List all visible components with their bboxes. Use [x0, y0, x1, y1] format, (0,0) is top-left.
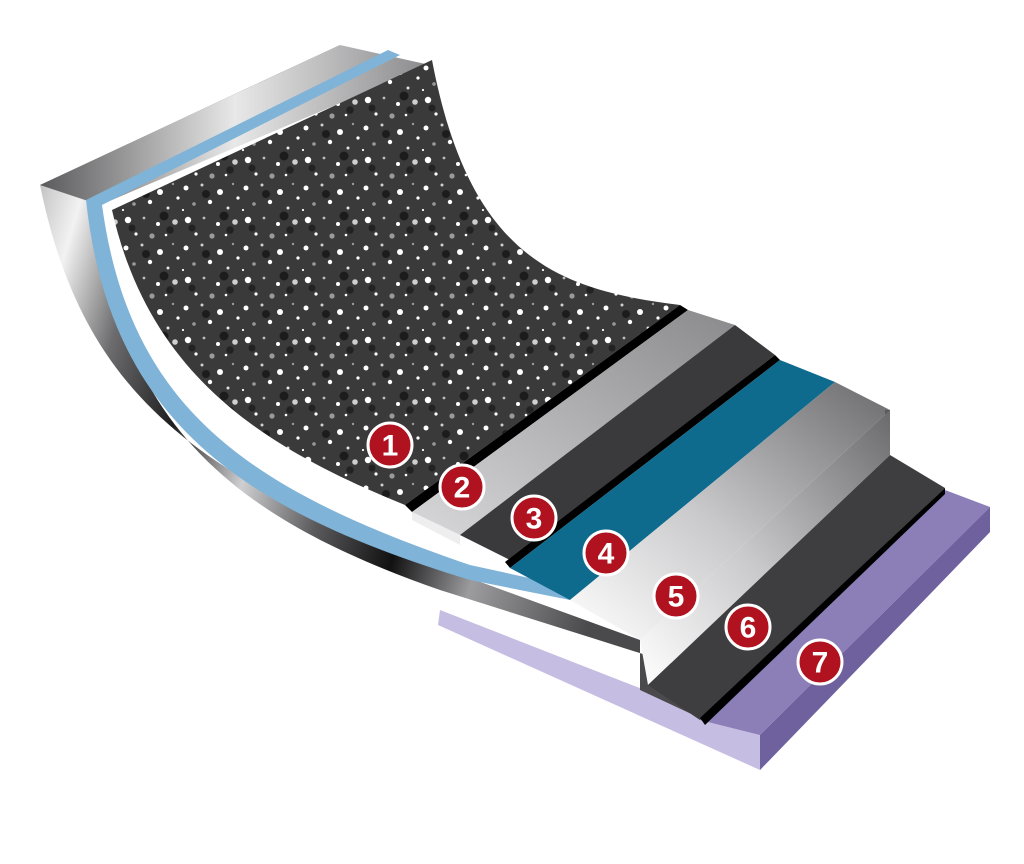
layer-6-edge	[700, 488, 945, 725]
layer-badge-6: 6	[724, 603, 772, 651]
layer-7-face	[700, 490, 990, 735]
badge-label-7: 7	[812, 647, 829, 680]
badge-circle-3	[510, 494, 558, 542]
badge-circle-6	[724, 603, 772, 651]
layer-5-band	[570, 382, 890, 640]
badge-label-5: 5	[668, 581, 685, 614]
layer-3-edge	[505, 355, 780, 568]
badge-label-2: 2	[454, 472, 471, 505]
badge-circle-5	[652, 572, 700, 620]
layer-badge-4: 4	[582, 529, 630, 577]
layer-badge-1: 1	[366, 421, 414, 469]
layer-7-side	[760, 507, 990, 770]
badge-circle-7	[796, 638, 844, 686]
layer-badge-7: 7	[796, 638, 844, 686]
layer-5-front	[640, 410, 890, 685]
layer-2-front	[412, 512, 460, 545]
layer-badge-3: 3	[510, 494, 558, 542]
layer-2-band	[412, 310, 735, 535]
layer-6-band	[648, 455, 945, 720]
badge-label-1: 1	[382, 430, 399, 463]
badge-label-6: 6	[740, 612, 757, 645]
badge-circle-4	[582, 529, 630, 577]
badge-circle-2	[438, 463, 486, 511]
badge-label-4: 4	[598, 538, 615, 571]
layer-badges: 1 2 3 4 5 6 7	[366, 421, 844, 686]
badge-label-3: 3	[526, 503, 543, 536]
badge-circle-1	[366, 421, 414, 469]
steel-shell	[40, 45, 700, 718]
layer-badge-2: 2	[438, 463, 486, 511]
layer-badge-5: 5	[652, 572, 700, 620]
layer-1-edge	[405, 305, 688, 512]
layer-1-surface	[112, 60, 680, 505]
